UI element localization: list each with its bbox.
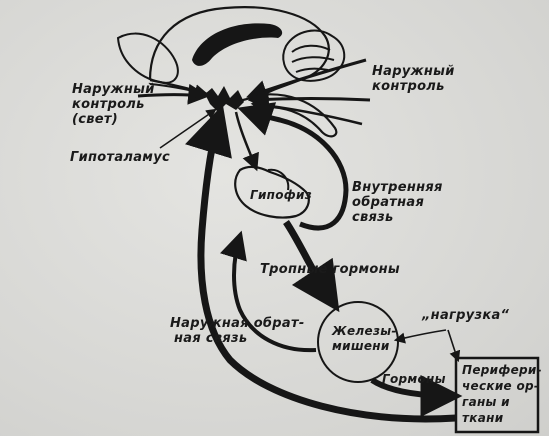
peripheral-line2: ческие ор- bbox=[462, 379, 540, 393]
hypothalamus-to-pituitary-arrow bbox=[234, 111, 259, 172]
tropic-hormones-arrow bbox=[283, 220, 340, 313]
peripheral-line1: Перифери- bbox=[462, 363, 542, 377]
target-glands-line1: Железы- bbox=[332, 324, 397, 338]
pituitary-shape bbox=[234, 165, 310, 219]
frontal-lobe-shape bbox=[116, 32, 179, 84]
load-arrows bbox=[393, 329, 461, 363]
tropic-hormones-label: Тропные гормоны bbox=[260, 262, 400, 277]
hypothalamus-pointer bbox=[159, 108, 217, 149]
brain-outline bbox=[148, 6, 330, 105]
ext-control-light-line1: Наружный bbox=[72, 82, 155, 97]
hormones-arrow bbox=[370, 374, 463, 417]
ext-control-light-line3: (свет) bbox=[72, 112, 118, 127]
hormones-label: Гормоны bbox=[382, 372, 446, 386]
external-feedback-loop bbox=[185, 104, 457, 423]
peripheral-organs-label: Перифери- ческие ор- ганы и ткани bbox=[462, 362, 542, 426]
gland-feedback-loop bbox=[220, 230, 317, 353]
target-glands-line2: мишени bbox=[332, 339, 390, 353]
ext-control-right-label: Наружный контроль bbox=[372, 64, 455, 94]
hypothalamus-area bbox=[205, 86, 244, 112]
pituitary-label: Гипофиз bbox=[250, 188, 312, 202]
ext-control-right-line1: Наружный bbox=[372, 64, 455, 79]
peripheral-line3: ганы и bbox=[462, 395, 510, 409]
peripheral-line4: ткани bbox=[462, 411, 504, 425]
internal-feedback-line2: обратная bbox=[352, 195, 425, 210]
internal-feedback-line3: связь bbox=[352, 210, 394, 225]
ext-control-light-line2: контроль bbox=[72, 97, 145, 112]
internal-feedback-loop bbox=[237, 102, 349, 231]
internal-feedback-label: Внутренняя обратная связь bbox=[352, 180, 443, 225]
hypothalamus-label: Гипоталамус bbox=[70, 150, 171, 165]
ext-control-right-line2: контроль bbox=[372, 79, 445, 94]
external-feedback-label: Наружная обрат- ная связь bbox=[170, 316, 305, 346]
external-feedback-line2: ная связь bbox=[174, 331, 248, 346]
external-feedback-line1: Наружная обрат- bbox=[170, 316, 305, 331]
corpus-callosum-shape bbox=[192, 23, 283, 66]
internal-feedback-line1: Внутренняя bbox=[352, 180, 443, 195]
pituitary-lobe-detail bbox=[267, 168, 290, 191]
cerebellum-shape bbox=[282, 29, 346, 82]
ext-control-left-arrows bbox=[137, 83, 210, 105]
load-label: „нагрузка“ bbox=[422, 308, 510, 323]
ext-control-light-label: Наружный контроль (свет) bbox=[72, 82, 155, 127]
target-glands-label: Железы- мишени bbox=[332, 324, 397, 354]
